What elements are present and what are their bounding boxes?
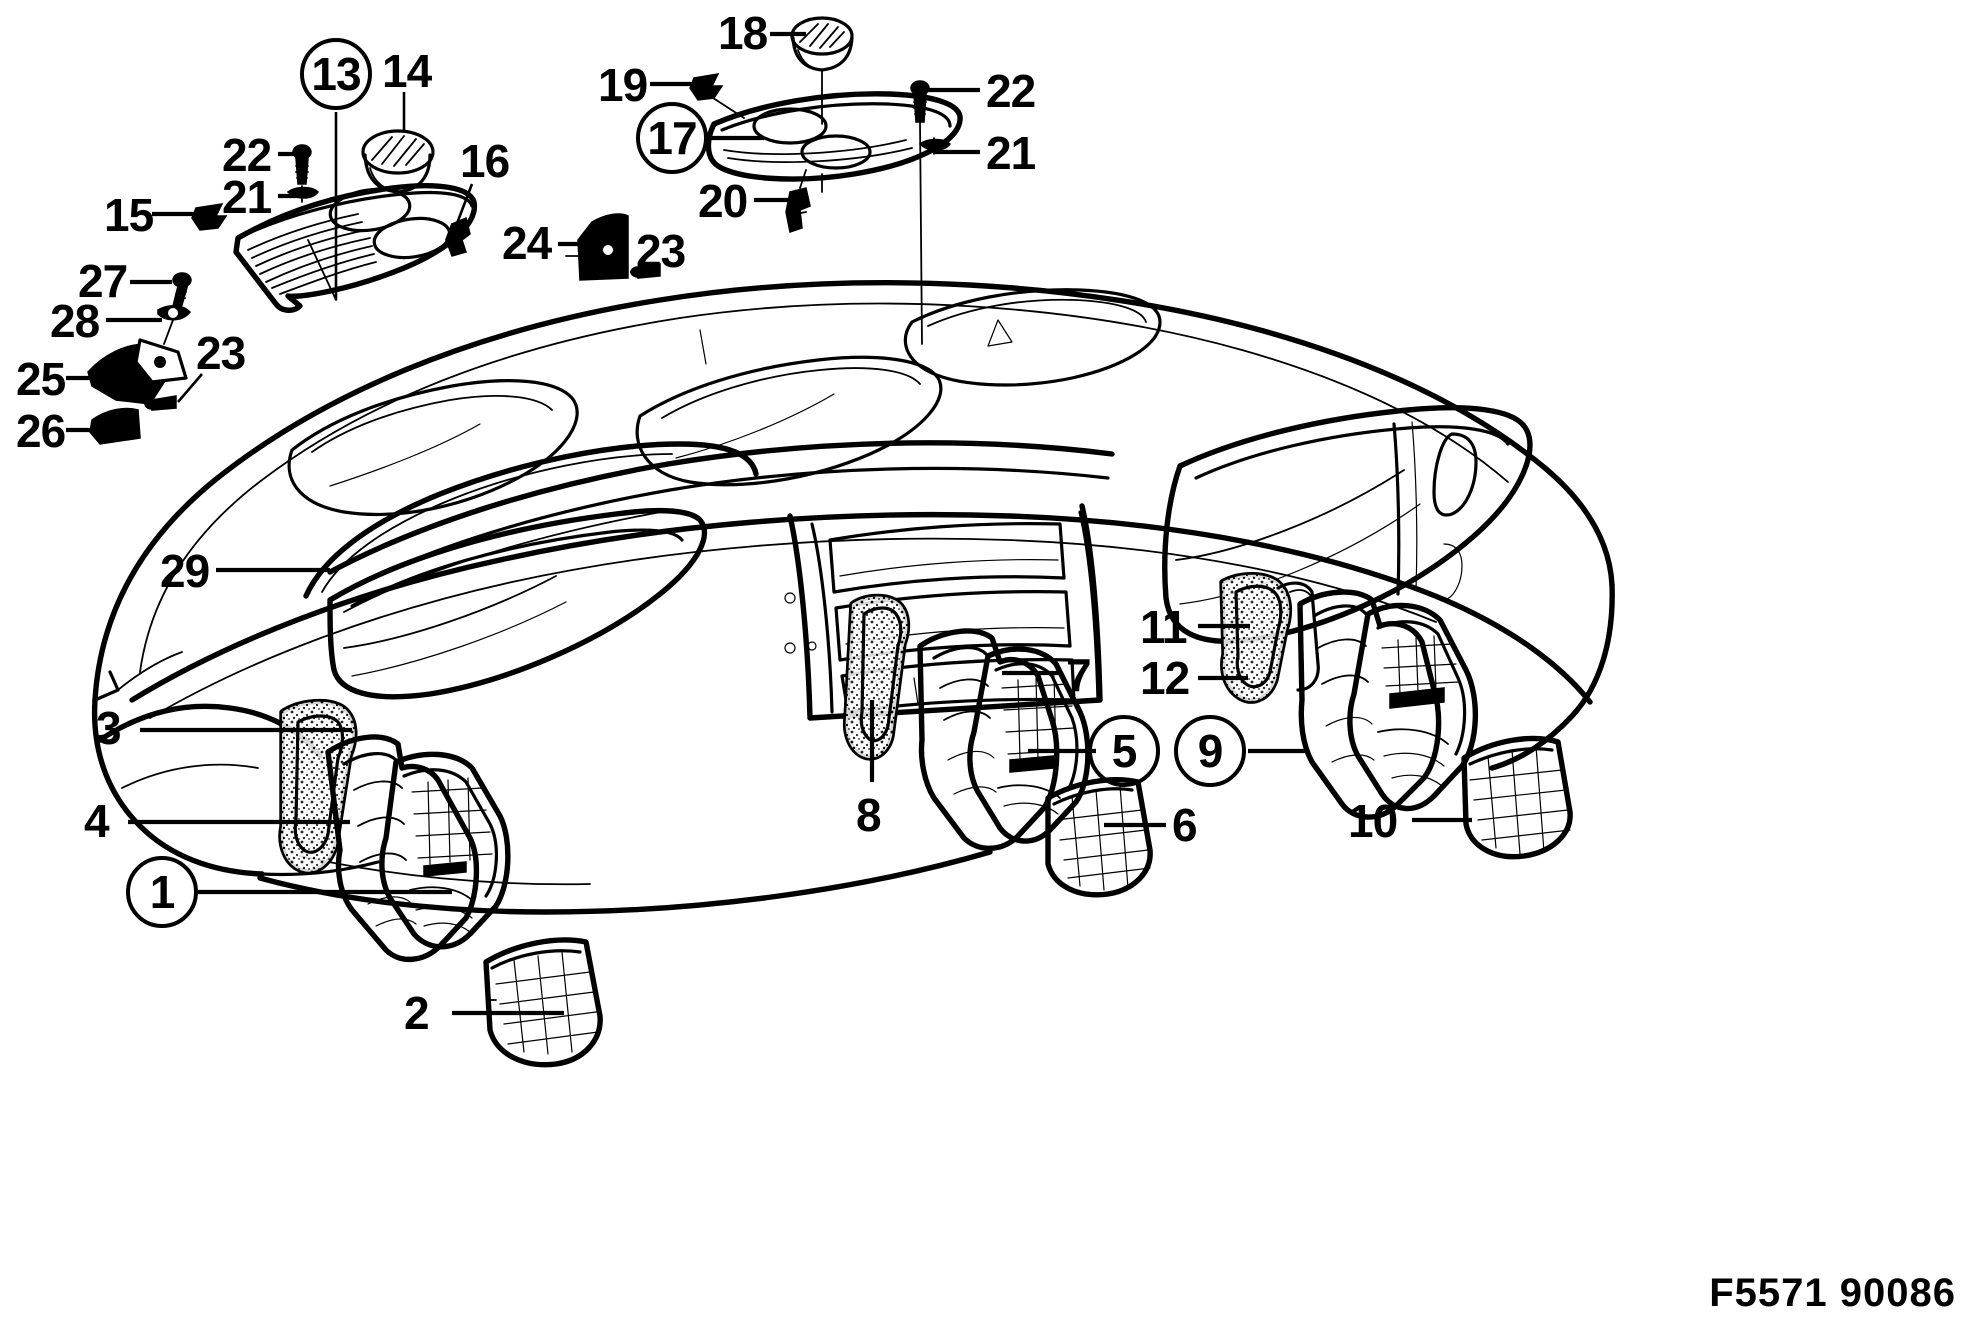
callout-5[interactable]: 5 bbox=[1088, 715, 1160, 787]
instrument-cluster-opening bbox=[303, 441, 759, 700]
callout-6[interactable]: 6 bbox=[1172, 799, 1198, 851]
callout-23-left[interactable]: 23 bbox=[196, 327, 246, 379]
callout-19[interactable]: 19 bbox=[598, 59, 648, 111]
right-cup-holder-tray-assembly bbox=[689, 16, 963, 345]
callout-2[interactable]: 2 bbox=[404, 987, 430, 1039]
right-vent-assembly bbox=[1219, 572, 1573, 860]
callout-21-left[interactable]: 21 bbox=[222, 171, 272, 223]
callout-4[interactable]: 4 bbox=[84, 795, 110, 847]
callout-1[interactable]: 1 bbox=[126, 856, 198, 928]
callout-28[interactable]: 28 bbox=[50, 295, 100, 347]
panel-trim-moulding bbox=[327, 440, 1115, 613]
callout-3[interactable]: 3 bbox=[96, 702, 122, 754]
left-tray-side-clip bbox=[445, 216, 471, 257]
leader-lines bbox=[66, 31, 1472, 1016]
left-tray-retaining-clip bbox=[191, 203, 228, 231]
callout-8[interactable]: 8 bbox=[856, 789, 882, 841]
callout-26[interactable]: 26 bbox=[16, 405, 66, 457]
right-tray-retaining-clip bbox=[689, 73, 745, 119]
glovebox-opening bbox=[1162, 405, 1533, 644]
callout-13[interactable]: 13 bbox=[300, 38, 372, 110]
callout-21-right[interactable]: 21 bbox=[986, 127, 1036, 179]
drawing-id: F5571 90086 bbox=[1709, 1271, 1956, 1315]
left-vent-assembly bbox=[278, 698, 603, 1068]
callout-7[interactable]: 7 bbox=[1066, 649, 1092, 701]
callout-10[interactable]: 10 bbox=[1348, 795, 1398, 847]
left-support-bracket bbox=[87, 272, 192, 445]
callout-22-left[interactable]: 22 bbox=[222, 129, 272, 181]
left-cup-holder-tray-assembly bbox=[191, 129, 478, 313]
callout-14[interactable]: 14 bbox=[382, 45, 432, 97]
callout-27[interactable]: 27 bbox=[78, 255, 128, 307]
callout-23-centre[interactable]: 23 bbox=[636, 225, 686, 277]
centre-vent-grille-cover bbox=[1045, 777, 1153, 898]
callout-17[interactable]: 17 bbox=[636, 102, 708, 174]
callout-29[interactable]: 29 bbox=[160, 545, 210, 597]
instrument-panel-body bbox=[91, 280, 1615, 915]
right-vent-grille-cover bbox=[1461, 735, 1573, 860]
callout-16[interactable]: 16 bbox=[460, 135, 510, 187]
callout-25[interactable]: 25 bbox=[16, 353, 66, 405]
defroster-vent-right bbox=[903, 288, 1162, 387]
callout-18[interactable]: 18 bbox=[718, 7, 768, 59]
left-tray-vent-knob bbox=[361, 129, 435, 194]
callout-24[interactable]: 24 bbox=[502, 217, 552, 269]
callout-20[interactable]: 20 bbox=[698, 175, 748, 227]
callout-12[interactable]: 12 bbox=[1140, 652, 1190, 704]
right-tray-vent-knob bbox=[790, 16, 854, 125]
callout-15[interactable]: 15 bbox=[104, 189, 154, 241]
defroster-vent-centre bbox=[635, 329, 943, 487]
left-vent-grille-cover bbox=[483, 937, 603, 1068]
right-tray-screw bbox=[910, 80, 930, 345]
callout-22-right[interactable]: 22 bbox=[986, 65, 1036, 117]
callout-9[interactable]: 9 bbox=[1174, 715, 1246, 787]
left-tray-screw bbox=[292, 144, 312, 185]
callout-11[interactable]: 11 bbox=[1140, 601, 1188, 653]
defroster-vent-left bbox=[287, 379, 579, 517]
